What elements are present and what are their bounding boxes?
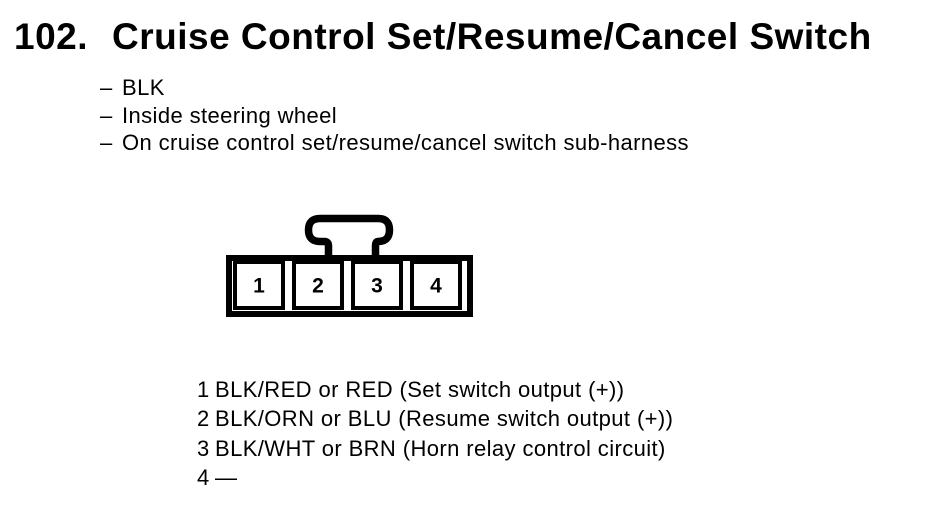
notes-list: – BLK – Inside steering wheel – On cruis… [100,74,689,157]
pin-number: 4 [197,465,210,491]
pinout-row: 1 BLK/RED or RED (Set switch output (+)) [197,375,673,404]
pinout-row: 3 BLK/WHT or BRN (Horn relay control cir… [197,434,673,463]
cavity-number-4: 4 [430,275,442,298]
page-title: 102. Cruise Control Set/Resume/Cancel Sw… [14,18,872,55]
pin-description: — [215,465,238,491]
pin-number: 2 [197,406,210,432]
note-item: – BLK [100,74,689,102]
cavity-number-2: 2 [312,275,324,298]
pin-number: 1 [197,377,210,402]
note-text: Inside steering wheel [122,102,338,128]
connector-cavity-4 [410,260,462,310]
pinout-row: 2 BLK/ORN or BLU (Resume switch output (… [197,404,673,433]
dash-bullet: – [100,75,113,100]
note-text: BLK [122,75,165,100]
note-item: – Inside steering wheel [100,102,689,130]
pinout-list: 1 BLK/RED or RED (Set switch output (+))… [197,375,673,493]
pin-description: BLK/RED or RED (Set switch output (+)) [215,377,625,402]
pin-description: BLK/ORN or BLU (Resume switch output (+)… [215,406,674,432]
connector-cavity-3 [351,260,403,310]
connector-cavity-1 [233,260,285,310]
cavity-number-1: 1 [253,275,265,298]
cavity-number-3: 3 [371,275,383,298]
dash-bullet: – [100,102,113,128]
item-number: 102. [14,16,89,57]
connector-diagram: 1 2 3 4 [226,214,473,317]
connector-latch-icon [304,214,394,258]
note-text: On cruise control set/resume/cancel swit… [122,130,689,155]
item-title: Cruise Control Set/Resume/Cancel Switch [112,16,872,57]
dash-bullet: – [100,130,113,155]
pinout-row: 4 — [197,463,673,492]
pin-number: 3 [197,435,210,461]
pin-description: BLK/WHT or BRN (Horn relay control circu… [215,435,666,461]
connector-cavity-2 [292,260,344,310]
note-item: – On cruise control set/resume/cancel sw… [100,129,689,157]
